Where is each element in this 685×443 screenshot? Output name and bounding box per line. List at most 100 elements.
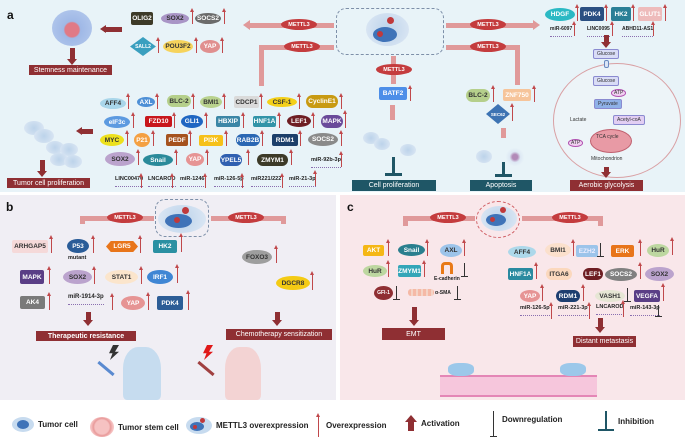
gene-yap: YAP <box>186 153 204 166</box>
gene-arhgap5: ARHGAP5 <box>12 240 48 253</box>
glycolysis-outcome: Aerobic glycolysis <box>570 180 643 191</box>
metastasis-outcome: Distant metastasis <box>573 336 636 347</box>
up-arrow-icon <box>663 4 667 21</box>
mettl3-dot-icon <box>174 217 180 223</box>
tumor-cluster-icon <box>560 363 586 376</box>
stemness-activation-arrow <box>104 27 122 32</box>
legend-tumor-cell: Tumor cell <box>12 417 78 432</box>
up-arrow-icon <box>136 149 140 165</box>
up-arrow-icon <box>651 21 655 36</box>
syringe-icon <box>97 360 115 377</box>
atp-badge-2: ATP <box>568 139 584 147</box>
up-arrow-icon <box>175 264 179 283</box>
overexpression-arrow-icon <box>316 413 322 437</box>
down-arrow-icon <box>454 286 461 300</box>
resistance-outcome: Therapeutic resistance <box>36 331 136 341</box>
patient-body-pink-icon <box>225 347 261 400</box>
down-arrow-icon <box>624 288 631 302</box>
mettl3-badge: METTL3 <box>228 212 264 223</box>
gene-akt: AKT <box>363 245 384 256</box>
up-arrow-icon <box>259 93 263 109</box>
gene-rab2b: RAB2B <box>236 134 260 146</box>
mettl3-badge: METTL3 <box>470 19 506 30</box>
gene-snail: Snail <box>398 244 425 256</box>
gene-batf2: BATF2 <box>379 87 407 100</box>
up-arrow-icon <box>298 130 302 146</box>
ncrna-mir-1914-3p: miR-1914-3p <box>68 294 104 305</box>
gene-cdcp1: CDCP1 <box>234 96 259 108</box>
gene-irf1: IRF1 <box>147 270 173 284</box>
tumor-cell-icon <box>374 138 390 150</box>
up-arrow-icon <box>274 245 278 263</box>
ncrna-mir221-222: miR221/222 <box>251 176 281 187</box>
e-cadherin-icon <box>441 262 453 274</box>
panel-c: c METTL3 METTL3 AKT Snail AXL HuR ZMYM1 … <box>340 195 685 400</box>
gene-gfi1: GFI-1 <box>374 286 393 300</box>
gene-bmi1: BMI1 <box>545 243 571 257</box>
mettl3-path-emt-v <box>403 216 408 226</box>
up-arrow-icon <box>339 130 343 146</box>
mettl3-badge: METTL3 <box>284 41 320 52</box>
pyruvate: Pyruvate <box>594 99 622 109</box>
gene-vash1: VASH1 <box>595 290 625 302</box>
ncrna-mir-126-5p: miR-126-5p <box>214 176 244 187</box>
mettl3-path-metastasis-v <box>598 216 603 226</box>
tumor-cell-icon <box>64 155 82 168</box>
up-arrow-icon <box>47 292 51 310</box>
acetyl-coa: Acetyl-coA <box>613 115 645 125</box>
mettl3-dot-icon <box>500 207 506 213</box>
apoptosis-path <box>501 128 506 138</box>
up-arrow-icon <box>339 151 343 167</box>
apoptosis-outcome: Apoptosis <box>470 180 532 191</box>
up-arrow-icon <box>188 130 192 146</box>
mettl3-badge: METTL3 <box>107 212 143 223</box>
gene-pi3k: PI3K <box>199 135 223 146</box>
down-arrow-icon <box>655 305 662 317</box>
up-arrow-icon <box>126 93 130 109</box>
legend-inhibition: Inhibition <box>598 411 654 431</box>
up-arrow-icon <box>587 302 591 319</box>
up-arrow-icon <box>205 149 209 165</box>
up-arrow-icon <box>297 93 301 109</box>
mettl3-badge: METTL3 <box>552 212 588 223</box>
arrow-head <box>243 20 250 30</box>
tumor-cluster-icon <box>448 363 474 376</box>
apoptotic-cell-icon <box>505 148 525 166</box>
up-arrow-icon <box>224 130 228 146</box>
mettl3-path-proliferation-v <box>259 45 264 86</box>
e-cadherin-label: E-cadherin <box>434 276 460 282</box>
legend-mettl3-overexpression: METTL3 overexpression <box>186 417 308 434</box>
gene-lef1: LEF1 <box>583 268 603 280</box>
panel-c-label: c <box>347 200 354 214</box>
down-arrow-icon <box>461 263 468 277</box>
glycolysis-activation-arrow <box>601 35 611 48</box>
stemness-arrow <box>67 48 77 65</box>
tumor-cell-icon <box>476 150 492 163</box>
up-arrow-icon <box>661 283 665 301</box>
up-arrow-icon <box>462 239 466 256</box>
blood-vessel-icon <box>440 375 597 397</box>
ncrna-mir-143-3p: miR-143-3p <box>630 305 660 316</box>
up-arrow-icon <box>138 235 142 253</box>
up-arrow-icon <box>194 37 198 53</box>
gene-sall2: SALL2 <box>130 37 156 56</box>
resistance-down-arrow <box>83 312 93 326</box>
mettl3-dot-icon <box>387 17 394 24</box>
legend-activation: Activation <box>405 415 460 431</box>
ncrna-mir-6097: miR-6097 <box>550 26 572 37</box>
legend-tumor-stem-cell-label: Tumor stem cell <box>118 422 179 432</box>
inhibition-icon <box>598 411 614 431</box>
gene-pedf: PEDF <box>166 134 188 146</box>
ncrna-mir-92b-3p: miR-92b-3p <box>311 157 341 168</box>
gene-olig2: OLIG2 <box>131 12 153 25</box>
up-arrow-icon <box>386 239 390 256</box>
emt-outcome: EMT <box>382 328 445 340</box>
panel-b: b METTL3 METTL3 ARHGAP5 P53 mutant LGR5 … <box>0 195 336 400</box>
proliferation-arrow <box>81 129 93 134</box>
up-arrow-icon <box>572 21 576 36</box>
gene-bmi1: BMI1 <box>200 96 222 108</box>
gene-hk2: HK2 <box>153 240 177 253</box>
gene-axl: AXL <box>137 97 155 107</box>
sensitization-outcome: Chemotherapy sensitization <box>226 329 332 340</box>
up-arrow-icon <box>491 85 495 102</box>
